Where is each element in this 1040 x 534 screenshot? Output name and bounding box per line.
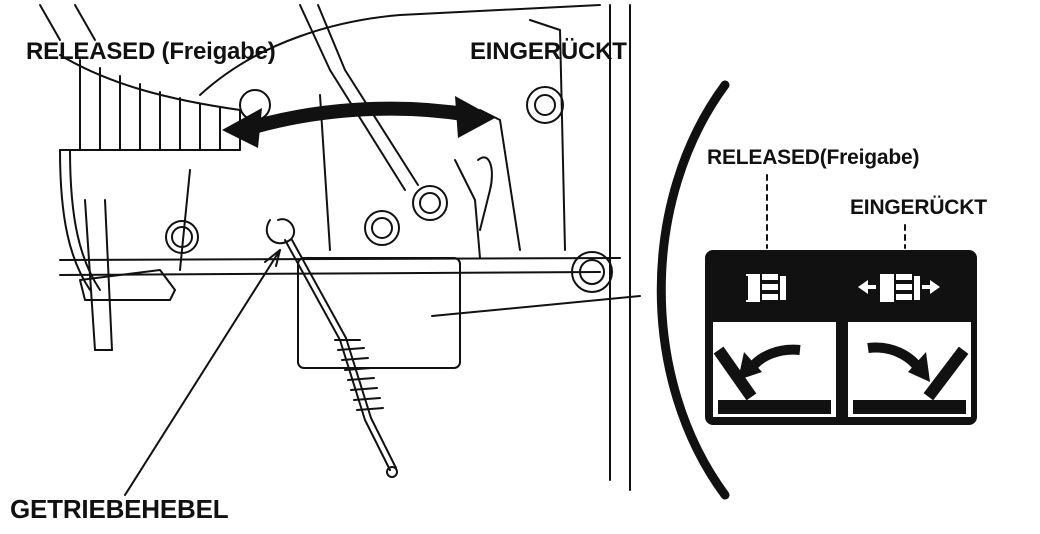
released-label: RELEASED (Freigabe) [26,38,276,65]
zoom-arc [656,80,730,500]
corrugated-hose [59,54,241,152]
curved-left-arrow-icon [738,352,762,380]
engaged-lever-glyph [867,342,969,401]
engaged-gear-icon [858,274,940,302]
lever-leader-line [124,249,281,496]
lever-label: GETRIEBEHEBEL [10,494,229,524]
zoom-leader-line [431,295,641,317]
movement-arrow [222,96,495,148]
lever-slot [477,156,493,231]
released-gear-icon [744,274,786,302]
bolt-heads [165,86,613,293]
zoomed-decal [705,250,977,425]
transmission-lever [265,218,398,478]
curved-right-arrow-icon [908,352,930,382]
zoom-engaged-label: EINGERÜCKT [850,196,987,219]
zoom-released-label: RELEASED(Freigabe) [707,146,920,169]
engine-body [39,4,631,491]
engaged-label: EINGERÜCKT [470,38,627,65]
released-lever-glyph [713,344,801,401]
